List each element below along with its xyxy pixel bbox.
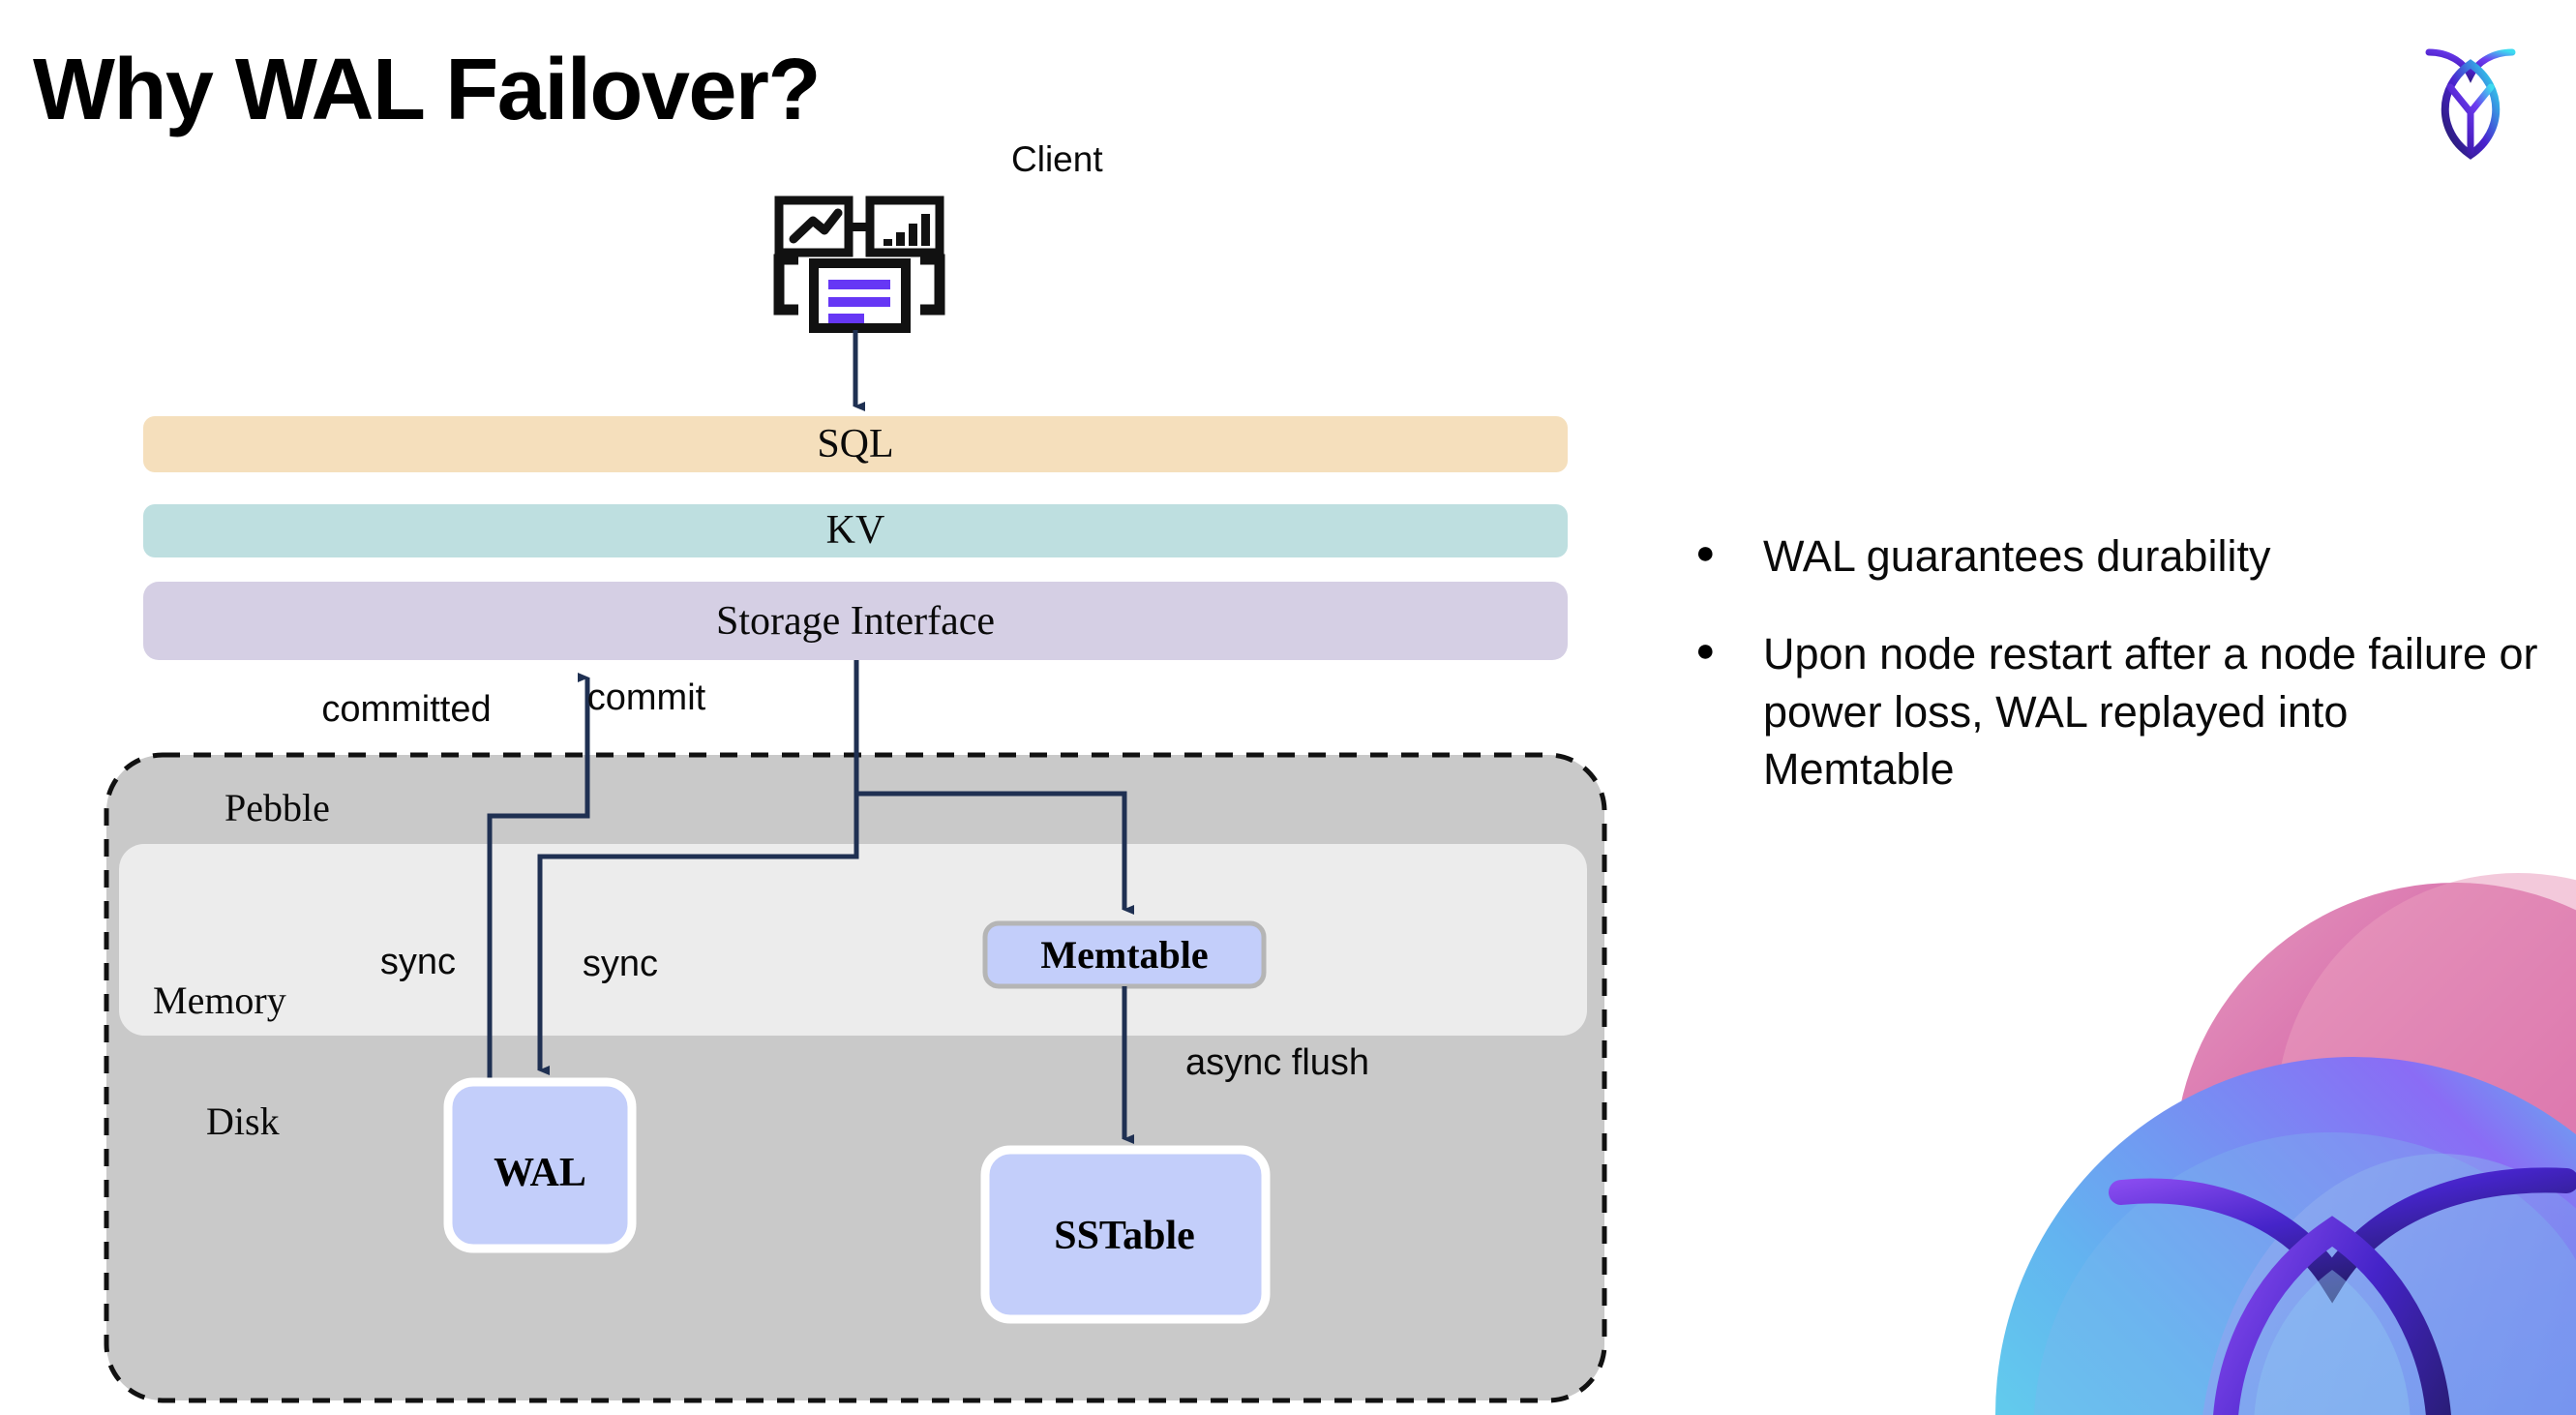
decorative-corner-graphic bbox=[1995, 873, 2576, 1415]
layer-storage-interface-label: Storage Interface bbox=[716, 599, 995, 644]
memory-label: Memory bbox=[153, 978, 286, 1022]
bullet-text-0: WAL guarantees durability bbox=[1763, 531, 2271, 581]
bullet-item-1: ● Upon node restart after a node failure… bbox=[1695, 625, 2547, 798]
edge-storage-to-memtable bbox=[856, 791, 1134, 915]
bullet-list: ● WAL guarantees durability ● Upon node … bbox=[1695, 527, 2547, 839]
client-dashboard-icon bbox=[773, 196, 945, 333]
bullet-text-1: Upon node restart after a node failure o… bbox=[1763, 629, 2538, 795]
layer-kv bbox=[143, 504, 1568, 557]
edge-wal-to-storage-committed bbox=[487, 673, 590, 1082]
page-title: Why WAL Failover? bbox=[33, 42, 821, 138]
disk-label: Disk bbox=[206, 1099, 280, 1143]
layer-sql bbox=[143, 416, 1568, 472]
pebble-label: Pebble bbox=[225, 786, 330, 829]
edge-label-committed: committed bbox=[321, 689, 491, 730]
node-wal: WAL bbox=[443, 1077, 637, 1253]
edge-storage-to-wal-commit bbox=[537, 660, 859, 1075]
bullet-item-0: ● WAL guarantees durability bbox=[1695, 527, 2547, 585]
node-memtable-label: Memtable bbox=[1040, 933, 1208, 977]
node-sstable-label: SSTable bbox=[1054, 1214, 1195, 1258]
layer-kv-label: KV bbox=[826, 508, 885, 553]
bullet-dot-icon: ● bbox=[1695, 632, 1716, 670]
node-sstable: SSTable bbox=[980, 1145, 1271, 1324]
edge-label-async-flush: async flush bbox=[1185, 1042, 1369, 1083]
node-memtable: Memtable bbox=[982, 920, 1267, 989]
layer-sql-label: SQL bbox=[817, 422, 893, 467]
node-wal-label: WAL bbox=[494, 1151, 586, 1195]
layer-storage-interface bbox=[143, 582, 1568, 660]
memory-region bbox=[119, 844, 1587, 1036]
edge-label-sync-left: sync bbox=[380, 942, 456, 982]
cockroachdb-logo bbox=[2425, 48, 2516, 160]
edge-label-commit: commit bbox=[587, 677, 706, 718]
client-label: Client bbox=[1011, 139, 1103, 179]
bullet-dot-icon: ● bbox=[1695, 534, 1716, 571]
edge-label-sync-right: sync bbox=[583, 944, 658, 984]
architecture-diagram: Pebble Memory Disk SQL KV Storage Interf… bbox=[104, 139, 1607, 1403]
